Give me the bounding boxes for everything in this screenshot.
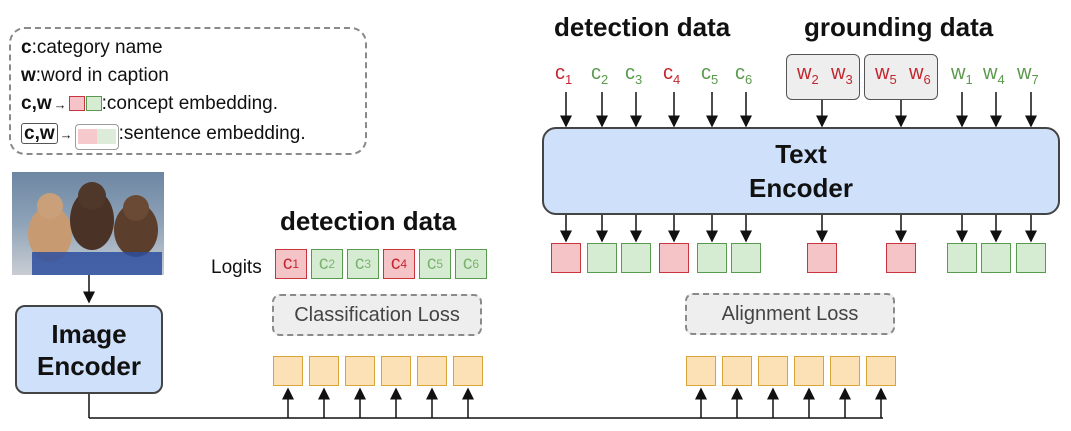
region-feature-box bbox=[381, 356, 411, 386]
text-embedding-box bbox=[1016, 243, 1046, 273]
text-embedding-box bbox=[981, 243, 1011, 273]
region-feature-box bbox=[309, 356, 339, 386]
grounding-group-box bbox=[864, 54, 938, 100]
text-embedding-box bbox=[731, 243, 761, 273]
legend-cw-key-2: c,w bbox=[24, 123, 55, 144]
text-embedding-box bbox=[659, 243, 689, 273]
legend-concept-desc: :concept embedding. bbox=[101, 93, 279, 114]
grounding-group-token: w3 bbox=[831, 62, 853, 87]
legend-sentence: c,w → :sentence embedding. bbox=[21, 123, 306, 150]
detection-token: c5 bbox=[701, 62, 719, 87]
legend-cw-boxed: c,w bbox=[21, 123, 58, 144]
region-feature-box bbox=[758, 356, 788, 386]
legend-concept: c,w→ :concept embedding. bbox=[21, 93, 278, 115]
legend-c-desc: :category name bbox=[31, 37, 163, 58]
grounding-group-token: w5 bbox=[875, 62, 897, 87]
legend-arrow-icon-2: → bbox=[59, 127, 73, 142]
text-embedding-box bbox=[886, 243, 916, 273]
region-feature-box bbox=[722, 356, 752, 386]
region-feature-box bbox=[866, 356, 896, 386]
text-embedding-box bbox=[697, 243, 727, 273]
top-grounding-title: grounding data bbox=[804, 12, 994, 42]
legend-sentence-desc: :sentence embedding. bbox=[118, 123, 306, 144]
detection-token: c4 bbox=[663, 62, 681, 87]
legend-w-key: w bbox=[21, 65, 36, 86]
region-feature-box bbox=[273, 356, 303, 386]
grounding-group-token: w2 bbox=[797, 62, 819, 87]
text-embedding-box bbox=[947, 243, 977, 273]
region-feature-box bbox=[794, 356, 824, 386]
region-feature-box bbox=[830, 356, 860, 386]
detection-token: c3 bbox=[625, 62, 643, 87]
region-feature-box bbox=[453, 356, 483, 386]
logits-label: Logits bbox=[211, 257, 262, 278]
region-feature-box bbox=[345, 356, 375, 386]
text-embedding-box bbox=[551, 243, 581, 273]
legend-word: w:word in caption bbox=[21, 65, 169, 87]
grounding-word-token: w4 bbox=[983, 62, 1005, 87]
classification-loss: Classification Loss bbox=[272, 294, 482, 336]
text-embedding-box bbox=[807, 243, 837, 273]
input-image bbox=[12, 172, 164, 275]
legend-cw-key: c,w bbox=[21, 93, 52, 114]
grounding-group-box bbox=[786, 54, 860, 100]
grounding-group-token: w6 bbox=[909, 62, 931, 87]
text-embedding-box bbox=[621, 243, 651, 273]
text-embedding-box bbox=[587, 243, 617, 273]
detection-token: c1 bbox=[555, 62, 573, 87]
legend-box: c:category name w:word in caption c,w→:c… bbox=[9, 27, 367, 155]
alignment-loss: Alignment Loss bbox=[685, 293, 895, 335]
legend-w-desc: :word in caption bbox=[35, 65, 169, 86]
sentence-swatch-icon bbox=[74, 124, 119, 150]
region-feature-box bbox=[417, 356, 447, 386]
image-encoder-line2: Encoder bbox=[36, 350, 142, 381]
top-detection-title: detection data bbox=[554, 12, 731, 42]
region-feature-box bbox=[686, 356, 716, 386]
concept-green-swatch-icon bbox=[85, 96, 102, 111]
detection-token: c6 bbox=[735, 62, 753, 87]
legend-arrow-icon: → bbox=[53, 97, 67, 112]
legend-category: c:category name bbox=[21, 37, 163, 59]
concept-red-swatch-icon bbox=[68, 96, 85, 111]
bottom-detection-title: detection data bbox=[280, 206, 457, 236]
image-encoder-line1: Image bbox=[51, 318, 127, 349]
detection-token: c2 bbox=[591, 62, 609, 87]
grounding-word-token: w1 bbox=[951, 62, 973, 87]
text-encoder-line1: Text bbox=[775, 139, 827, 169]
grounding-word-token: w7 bbox=[1017, 62, 1039, 87]
legend-c-key: c bbox=[21, 37, 32, 58]
text-encoder: Text Encoder bbox=[542, 127, 1060, 215]
image-encoder: Image Encoder bbox=[15, 305, 163, 394]
text-encoder-line2: Encoder bbox=[748, 173, 854, 203]
